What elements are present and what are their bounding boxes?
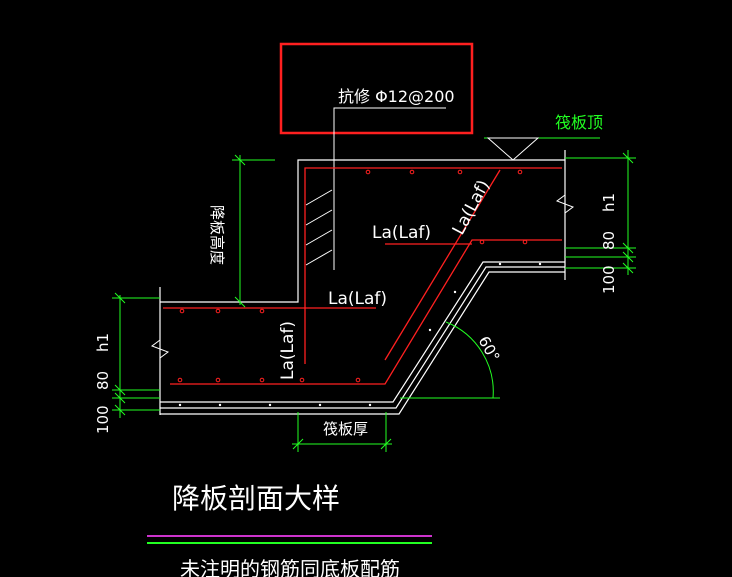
drawing-title: 降板剖面大样 [172, 482, 340, 515]
dim-h1-left: h1 [94, 333, 112, 352]
drawing-note: 未注明的钢筋同底板配筋 [180, 557, 400, 577]
dim-100-left: 100 [94, 405, 112, 434]
cover-dots [178, 262, 542, 407]
anchor-label-1: La(Laf) [372, 223, 431, 243]
dim-100-right: 100 [600, 265, 618, 294]
drop-height-label: 降板高度 [208, 205, 226, 265]
anchor-label-4: La(Laf) [278, 321, 298, 380]
left-dimension [112, 292, 160, 418]
dim-80-left: 80 [94, 371, 112, 390]
dim-80-right: 80 [600, 231, 618, 250]
raft-top-marker [484, 137, 600, 161]
rebar-lines [163, 167, 562, 385]
rebar-callout: 抗修 Φ12@200 [338, 87, 455, 106]
highlight-box [279, 42, 474, 135]
anchor-label-2: La(Laf) [449, 177, 494, 239]
raft-top-label: 筏板顶 [555, 113, 603, 132]
concrete-outline [159, 150, 566, 415]
dim-h1-right: h1 [600, 193, 618, 212]
drop-height-dimension [232, 154, 275, 308]
anchor-label-3: La(Laf) [328, 289, 387, 309]
vertical-hatching [305, 189, 333, 266]
break-symbols [150, 194, 575, 359]
rebar-dots [177, 169, 528, 383]
callout-leader [333, 107, 446, 270]
right-dimension [565, 150, 636, 275]
angle-label: 60° [475, 333, 504, 365]
raft-thickness-dimension [292, 412, 392, 452]
angle-indicator [400, 321, 500, 399]
raft-thickness-label: 筏板厚 [323, 420, 368, 438]
